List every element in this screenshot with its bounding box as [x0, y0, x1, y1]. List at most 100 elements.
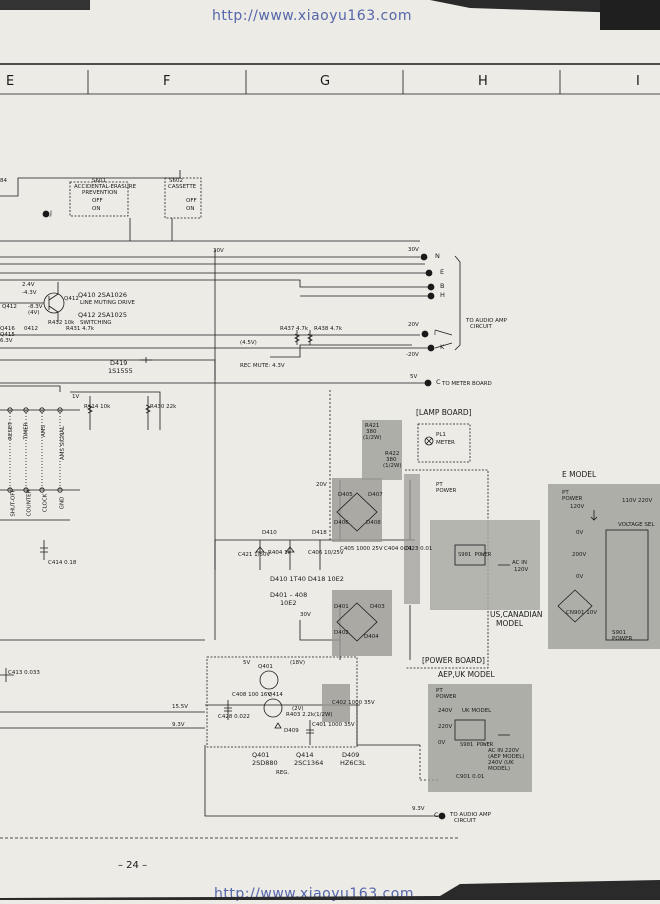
- column-f: F: [163, 74, 171, 89]
- c405-label: C405 1000 25V: [340, 546, 383, 552]
- q401-label: Q401: [258, 664, 273, 670]
- aep-220v: 220V: [438, 724, 453, 730]
- to-meter-board: TO METER BOARD: [442, 381, 492, 387]
- connector-j: J: [50, 209, 52, 217]
- c406-label: C406 10/25V: [308, 550, 344, 556]
- aep-uk-model: UK MODEL: [462, 708, 492, 714]
- e-model-label: E MODEL: [562, 470, 597, 479]
- d410-caption: D410 1T40 D418 10E2: [270, 575, 344, 583]
- d402-label: D402: [334, 630, 349, 636]
- d409-caption: D409: [342, 751, 360, 759]
- s601-line3: PREVENTION: [82, 190, 118, 196]
- c423-label: C423 0.01: [404, 546, 433, 552]
- side-clock: CLOCK: [42, 493, 49, 513]
- to-audio-amp-1b: CIRCUIT: [470, 324, 492, 330]
- q414-label: Q414: [268, 692, 283, 698]
- q412-id: Q412: [64, 296, 79, 302]
- r430-label: R430 22k: [150, 404, 177, 410]
- d409-label: D409: [284, 728, 299, 734]
- s602-label: S602: [169, 178, 183, 184]
- c413-label: C413 0.033: [8, 670, 40, 676]
- voltage-30-a: 30V: [213, 248, 224, 254]
- pt-power: POWER: [436, 488, 457, 494]
- connector-h: H: [440, 291, 445, 299]
- e-s901-power: POWER: [612, 636, 633, 642]
- side-counter: COUNTER: [26, 489, 33, 517]
- column-g: G: [320, 74, 331, 89]
- e-0v: 0V: [576, 530, 584, 536]
- r422-value: 380: [386, 457, 397, 463]
- voltage-4-5: (4.5V): [240, 340, 257, 346]
- ac-in-label: AC IN: [512, 560, 527, 566]
- d407-label: D407: [368, 492, 383, 498]
- e-voltage-sel: VOLTAGE SEL: [618, 522, 655, 528]
- voltage-4v: (4V): [28, 310, 40, 316]
- c402-label: C402 1000 35V: [332, 700, 375, 706]
- voltage-6-3: 6.3V: [0, 338, 13, 344]
- d401-caption: D401 – 408: [270, 591, 308, 599]
- aep-pt: PT: [436, 688, 443, 694]
- ac-in-voltage: 120V: [514, 567, 529, 573]
- connector-c-2: C: [434, 811, 439, 819]
- to-audio-amp-2: TO AUDIO AMP: [450, 812, 491, 818]
- pl1-label: PL1: [436, 432, 446, 438]
- e-0v-2: 0V: [576, 574, 584, 580]
- column-h: H: [478, 74, 488, 89]
- aep-0v: 0V: [438, 740, 446, 746]
- aep-uk-label: AEP,UK MODEL: [438, 670, 495, 679]
- side-shut-off: SHUT-OFF: [10, 489, 17, 517]
- voltage-20-b: 20V: [316, 482, 327, 488]
- page-number: – 24 –: [118, 860, 148, 871]
- s601-off: OFF: [92, 198, 103, 204]
- voltage-5: 5V: [410, 374, 418, 380]
- connector-n: N: [435, 252, 440, 260]
- r403-label: R403 2.2k(1/2W): [286, 712, 333, 718]
- voltage-2: (2V): [292, 706, 304, 712]
- aep-ac-in: AC IN 220V (AEP MODEL) 240V (UK MODEL): [488, 748, 525, 772]
- column-e: E: [6, 74, 15, 89]
- voltage-minus-8-3: -8.3V: [28, 304, 43, 310]
- to-audio-amp-2b: CIRCUIT: [454, 818, 476, 824]
- q415-label: Q415: [0, 332, 15, 338]
- q401-caption-part: 2SD880: [252, 759, 278, 767]
- r438-label: R438 4.7k: [314, 326, 342, 332]
- side-gnd: GND: [59, 496, 66, 510]
- d401-label: D401: [334, 604, 349, 610]
- aep-240v: 240V: [438, 708, 453, 714]
- aep-power: POWER: [436, 694, 457, 700]
- q412-left-2: 0412: [24, 326, 38, 332]
- c404-label: C404 0.01: [384, 546, 413, 552]
- s602-on: ON: [186, 206, 195, 212]
- aep-c901: C901 0.01: [456, 774, 485, 780]
- watermark-top[interactable]: http://www.xiaoyu163.com: [212, 8, 412, 24]
- c421-label: C421 1/50V: [238, 552, 271, 558]
- voltage-5-b: 5V: [243, 660, 251, 666]
- rec-mute-label: REC MUTE: 4.3V: [240, 363, 285, 369]
- connector-b: B: [440, 282, 445, 290]
- s601-label: S601: [92, 178, 106, 184]
- voltage-9-3-b: 9.3V: [412, 806, 425, 812]
- c414-label: C414 0.18: [48, 560, 77, 566]
- s601-on: ON: [92, 206, 101, 212]
- voltage-9-3: 9.3V: [172, 722, 185, 728]
- d419-part: 1S1555: [108, 367, 133, 375]
- r422-watt: (1/2W): [383, 463, 402, 469]
- pl1-meter: METER: [436, 440, 455, 446]
- d419-label: D419: [110, 359, 128, 367]
- voltage-minus-4-3: -4.3V: [22, 290, 37, 296]
- d405-label: D405: [338, 492, 353, 498]
- connector-c: C: [436, 378, 441, 386]
- e-110-220: 110V 220V: [622, 498, 653, 504]
- voltage-18: (18V): [290, 660, 306, 666]
- voltage-15-5: 15.5V: [172, 704, 189, 710]
- q410-label: Q410 2SA1026: [78, 291, 127, 299]
- power-board-label: [POWER BOARD]: [422, 656, 485, 665]
- side-ams: AMS: [41, 425, 47, 437]
- r431-label: R431 4.7k: [66, 326, 94, 332]
- reg-caption: REG.: [276, 770, 290, 776]
- voltage-30-b: 30V: [408, 247, 419, 253]
- r414-label: R414 10k: [84, 404, 111, 410]
- d409-caption-part: HZ6C3L: [340, 759, 366, 767]
- d404-label: D404: [364, 634, 379, 640]
